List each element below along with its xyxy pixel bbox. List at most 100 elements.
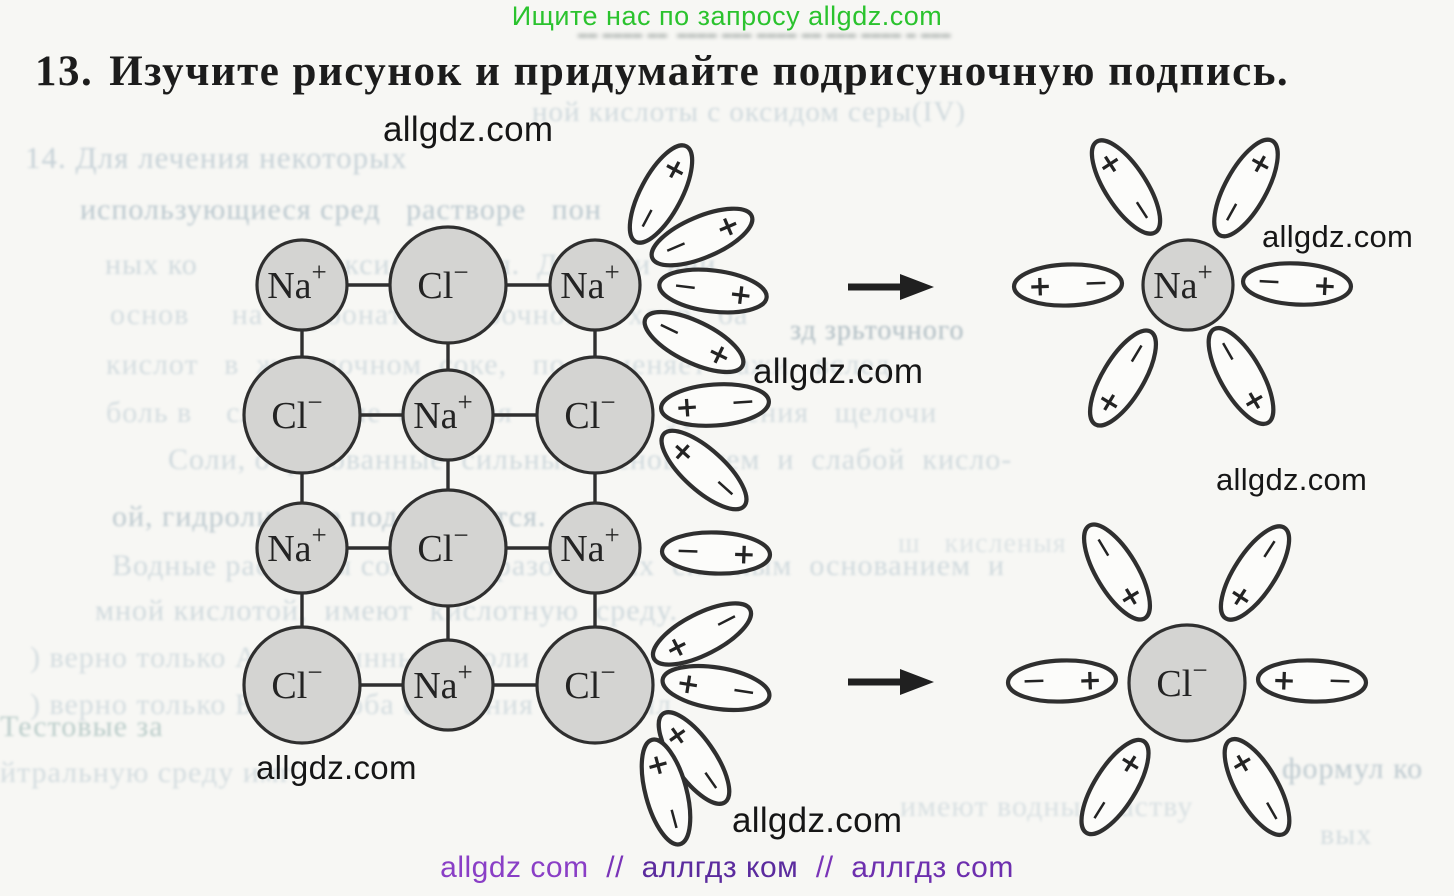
crystal-lattice: Na+ Cl− Na+ Cl− Na+ Cl− Na+ Cl− Na+ Cl− Na+ Cl− bbox=[242, 225, 655, 745]
footer-watermark-part: // bbox=[798, 851, 852, 884]
free-water-dipoles: +−+−+−+−+−+−+−+−+−+−+− bbox=[626, 143, 773, 847]
water-dipole-molecule: +− bbox=[659, 428, 749, 512]
water-dipole-molecule: +− bbox=[1240, 261, 1354, 307]
dipole-outline bbox=[639, 737, 693, 847]
dipole-outline bbox=[1212, 137, 1280, 239]
water-dipole-molecule: +− bbox=[626, 143, 695, 245]
plus-sign: + bbox=[732, 537, 757, 571]
plus-sign: + bbox=[727, 277, 754, 313]
water-dipole-molecule: +− bbox=[1078, 737, 1151, 837]
dipole-outline bbox=[650, 601, 754, 667]
plus-sign: + bbox=[1028, 269, 1053, 303]
ion-circle bbox=[255, 501, 349, 595]
dipole-outline bbox=[1222, 737, 1292, 837]
dipole-outline bbox=[657, 267, 769, 315]
arrow-icon bbox=[848, 669, 934, 695]
plus-sign: + bbox=[1272, 663, 1297, 697]
water-dipole-molecule: +− bbox=[649, 206, 755, 268]
sodium-ion: Na+ bbox=[255, 501, 349, 595]
sodium-ion: Na+ bbox=[548, 238, 642, 332]
dipole-outline bbox=[1011, 262, 1125, 308]
water-dipole-molecule: +− bbox=[1218, 524, 1292, 622]
plus-sign: + bbox=[1078, 663, 1103, 697]
watermark: allgdz.com bbox=[1262, 219, 1414, 254]
ion-circle bbox=[255, 238, 349, 332]
watermark: allgdz.com bbox=[383, 110, 554, 149]
water-dipole-molecule: +− bbox=[1210, 137, 1280, 239]
dipole-outline bbox=[642, 309, 746, 375]
chloride-ion: Cl− bbox=[388, 225, 508, 345]
water-dipole-molecule: +− bbox=[1082, 522, 1152, 622]
minus-sign: − bbox=[729, 672, 759, 711]
water-dipole-molecule: +− bbox=[1222, 737, 1293, 837]
dipole-outline bbox=[1005, 658, 1119, 704]
water-dipole-molecule: +− bbox=[660, 663, 772, 713]
dipole-outline bbox=[1240, 261, 1354, 307]
ion-circle bbox=[548, 501, 642, 595]
watermark: allgdz.com bbox=[256, 749, 417, 786]
task-number: 13. bbox=[35, 48, 94, 95]
ion-circle bbox=[1127, 623, 1247, 743]
dipole-outline bbox=[1255, 658, 1369, 704]
footer-watermark-part: аллгдз ком bbox=[641, 851, 799, 884]
chloride-ion: Cl− bbox=[535, 625, 655, 745]
ion-circle bbox=[535, 625, 655, 745]
minus-sign: − bbox=[675, 533, 701, 569]
ion-circle bbox=[401, 368, 495, 462]
water-dipole-molecule: +− bbox=[650, 599, 754, 667]
hydrated-chloride-ion: +−+−+−+−+−+−Cl− bbox=[1005, 522, 1369, 837]
dipole-outline bbox=[659, 382, 771, 428]
minus-sign: − bbox=[1083, 265, 1109, 301]
water-dipole-molecule: +− bbox=[639, 737, 694, 847]
ion-circle bbox=[388, 225, 508, 345]
ion-label: Cl− bbox=[271, 387, 322, 437]
water-dipole-molecule: +− bbox=[659, 382, 771, 428]
dipole-outline bbox=[1088, 328, 1158, 428]
dipole-outline bbox=[1079, 737, 1151, 837]
watermark: allgdz.com bbox=[732, 801, 903, 840]
ion-circle bbox=[1141, 238, 1235, 332]
water-dipole-molecule: +− bbox=[659, 530, 773, 576]
sodium-ion: Na+ bbox=[401, 368, 495, 462]
watermark: allgdz.com bbox=[753, 352, 924, 391]
water-dipole-molecule: +− bbox=[1005, 658, 1119, 704]
minus-sign: − bbox=[671, 268, 700, 306]
sodium-ion: Na+ bbox=[548, 501, 642, 595]
ion-circle bbox=[242, 625, 362, 745]
water-dipole-molecule: +− bbox=[1011, 262, 1125, 308]
dipole-outline bbox=[1218, 524, 1292, 622]
minus-sign: − bbox=[729, 384, 757, 421]
arrow-icon bbox=[848, 274, 934, 300]
dipole-outline bbox=[660, 663, 772, 713]
minus-sign: − bbox=[1256, 263, 1283, 299]
water-dipole-molecule: +− bbox=[1255, 658, 1369, 704]
footer-watermark: allgdz com // аллгдз ком // аллгдз com bbox=[440, 851, 1014, 885]
plus-sign: + bbox=[1312, 268, 1337, 302]
water-dipole-molecule: +− bbox=[657, 267, 769, 315]
sodium-ion: Na+ bbox=[255, 238, 349, 332]
dipole-outline bbox=[1089, 138, 1163, 236]
chloride-ion: Cl− bbox=[388, 488, 508, 608]
ion-circle bbox=[548, 238, 642, 332]
sodium-ion: Na+ bbox=[1141, 238, 1235, 332]
minus-sign: − bbox=[1327, 663, 1353, 699]
minus-sign: − bbox=[1021, 663, 1047, 699]
dipole-outline bbox=[627, 143, 695, 245]
ion-circle bbox=[242, 355, 362, 475]
water-dipole-molecule: +− bbox=[1089, 138, 1164, 236]
plus-sign: + bbox=[674, 665, 702, 701]
footer-watermark-part: // bbox=[588, 851, 642, 884]
sodium-ion: Na+ bbox=[401, 638, 495, 732]
chloride-ion: Cl− bbox=[1127, 623, 1247, 743]
footer-watermark-part: аллгдз com bbox=[851, 851, 1014, 884]
chloride-ion: Cl− bbox=[242, 625, 362, 745]
watermark: allgdz.com bbox=[1216, 462, 1368, 497]
ion-circle bbox=[388, 488, 508, 608]
chloride-ion: Cl− bbox=[535, 355, 655, 475]
footer-watermark-part: allgdz com bbox=[440, 851, 589, 884]
dipole-outline bbox=[659, 530, 773, 576]
plus-sign: + bbox=[674, 390, 700, 425]
task-heading: 13.Изучите рисунок и придумайте подрисун… bbox=[35, 47, 1289, 96]
